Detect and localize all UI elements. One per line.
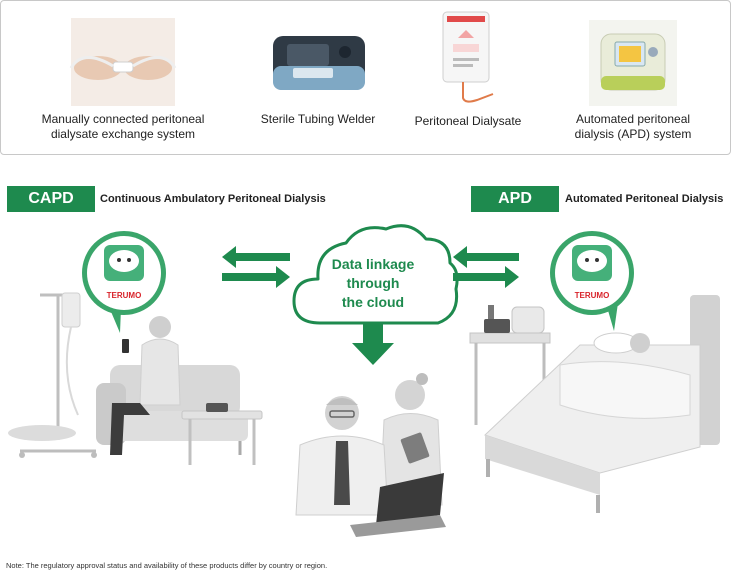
cloud-caption: Data linkage through the cloud	[331, 256, 415, 310]
dialysate-bag-photo	[442, 11, 494, 103]
arrow-left-icon	[222, 246, 290, 268]
bed	[484, 295, 720, 513]
left-sync-arrows	[222, 246, 290, 288]
capd-description: Continuous Ambulatory Peritoneal Dialysi…	[100, 193, 326, 205]
capd-app-bubble: TERUMO	[82, 231, 166, 333]
regulatory-note: Note: The regulatory approval status and…	[6, 561, 328, 570]
product-label: Sterile Tubing Welder	[260, 112, 376, 126]
iv-stand	[8, 292, 97, 458]
apd-badge: APD	[471, 186, 559, 212]
product-label: Automated peritoneal dialysis (APD) syst…	[574, 112, 692, 141]
product-manual-exchange: Manually connected peritoneal dialysate …	[8, 0, 238, 155]
data-linkage-illustration: TERUMO	[8, 224, 720, 537]
product-panel: Manually connected peritoneal dialysate …	[0, 0, 731, 155]
seated-patient	[110, 316, 181, 455]
product-tubing-welder: Sterile Tubing Welder	[238, 0, 398, 155]
arrow-down-icon	[352, 323, 394, 365]
product-apd-system: Automated peritoneal dialysis (APD) syst…	[538, 0, 728, 155]
product-dialysate: Peritoneal Dialysate	[398, 0, 538, 155]
capd-badge: CAPD	[7, 186, 95, 212]
right-sync-arrows	[453, 246, 519, 288]
capd-home-scene: TERUMO	[8, 231, 263, 465]
arrow-left-icon	[453, 246, 519, 268]
terumo-logo: TERUMO	[575, 291, 610, 300]
manual-connection-photo	[69, 18, 177, 106]
arrow-right-icon	[222, 266, 290, 288]
apd-bedroom-scene: TERUMO	[469, 231, 720, 513]
product-label: Manually connected peritoneal dialysate …	[41, 112, 205, 141]
cloud-shape	[292, 224, 459, 365]
apd-description: Automated Peritoneal Dialysis	[565, 193, 724, 205]
apd-app-bubble: TERUMO	[550, 231, 634, 331]
side-table	[181, 403, 263, 465]
product-label: Peritoneal Dialysate	[414, 114, 522, 128]
clinic-staff-scene	[295, 373, 446, 537]
terumo-logo: TERUMO	[107, 291, 142, 300]
apd-machine-photo	[589, 20, 677, 106]
arrow-right-icon	[453, 266, 519, 288]
sterile-tubing-welder-photo	[273, 36, 365, 90]
